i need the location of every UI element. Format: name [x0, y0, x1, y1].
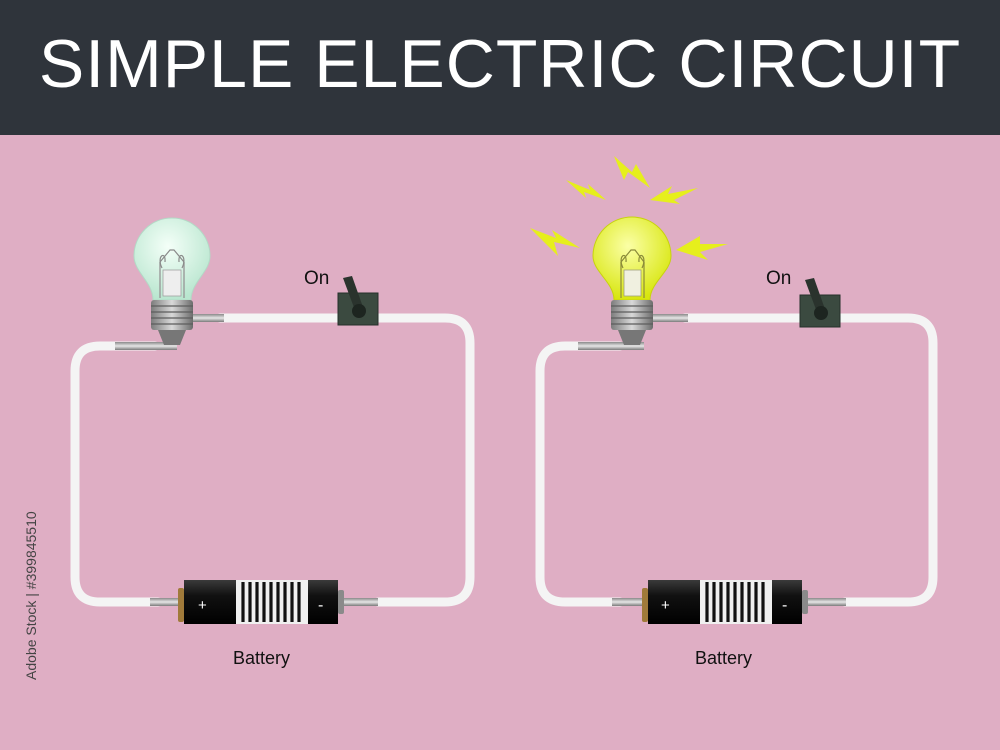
battery-plus-sign: +: [198, 597, 207, 614]
stock-id-text: Adobe Stock | #399845510: [0, 510, 40, 680]
wire: [215, 313, 475, 607]
wire: [70, 341, 163, 607]
spark-icon: [530, 156, 728, 260]
page-title: SIMPLE ELECTRIC CIRCUIT: [38, 26, 962, 102]
battery-plus-sign: +: [661, 597, 670, 614]
battery-label: Battery: [695, 648, 752, 668]
switch-label: On: [766, 268, 791, 289]
bulb-terminal: [180, 314, 224, 322]
battery-minus-sign: -: [782, 597, 787, 614]
bulb-terminal: [644, 314, 688, 322]
wire: [535, 341, 625, 607]
title-bar: SIMPLE ELECTRIC CIRCUIT: [0, 0, 1000, 135]
circuit-right: On + - Battery: [530, 156, 938, 668]
bulb-terminal: [578, 342, 644, 350]
light-bulb-icon: [133, 217, 211, 345]
battery-icon: [150, 580, 378, 624]
wire: [680, 313, 938, 607]
toggle-switch-icon[interactable]: [799, 278, 841, 328]
toggle-switch-icon[interactable]: [337, 276, 379, 326]
battery-label: Battery: [233, 648, 290, 668]
circuit-left: On + - Battery: [70, 217, 475, 668]
switch-label: On: [304, 268, 329, 289]
battery-minus-sign: -: [318, 597, 323, 614]
stock-id-label: Adobe Stock | #399845510: [23, 511, 39, 680]
battery-icon: [612, 580, 846, 624]
bulb-terminal: [115, 342, 177, 350]
light-bulb-icon: [592, 216, 672, 345]
